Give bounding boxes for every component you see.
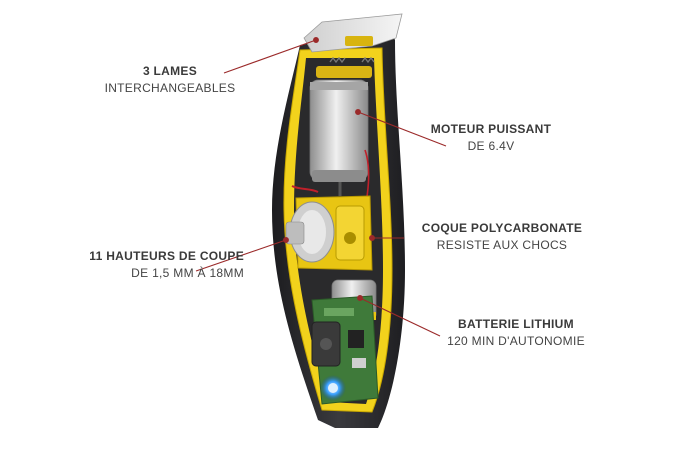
callout-title: 11 HAUTEURS DE COUPE: [89, 249, 244, 263]
callout-title: 3 LAMES: [142, 64, 198, 78]
leader-lines: [195, 37, 447, 337]
callout-shell: COQUE POLYCARBONATE RESISTE AUX CHOCS: [414, 220, 590, 254]
height-dial: [285, 201, 335, 263]
callout-subtitle: 120 MIN D'AUTONOMIE: [447, 334, 585, 348]
callout-title: MOTEUR PUISSANT: [430, 122, 552, 136]
callout-battery: BATTERIE LITHIUM 120 MIN D'AUTONOMIE: [437, 316, 595, 350]
callout-subtitle: DE 6.4V: [467, 139, 515, 153]
callout-motor: MOTEUR PUISSANT DE 6.4V: [420, 121, 562, 155]
callout-cutting-heights: 11 HAUTEURS DE COUPE DE 1,5 MM À 18MM: [58, 248, 244, 282]
callout-subtitle: DE 1,5 MM À 18MM: [131, 266, 244, 280]
callout-subtitle: RESISTE AUX CHOCS: [436, 238, 568, 252]
callout-title: BATTERIE LITHIUM: [458, 317, 574, 331]
callout-title: COQUE POLYCARBONATE: [421, 221, 583, 235]
springs: [329, 56, 375, 64]
blade-head: [303, 13, 403, 53]
callout-blades: 3 LAMES INTERCHANGEABLES: [98, 63, 242, 97]
circuit-board: [311, 295, 379, 405]
led-indicator: [320, 375, 346, 401]
callout-subtitle: INTERCHANGEABLES: [104, 81, 236, 95]
motor: [309, 79, 369, 196]
